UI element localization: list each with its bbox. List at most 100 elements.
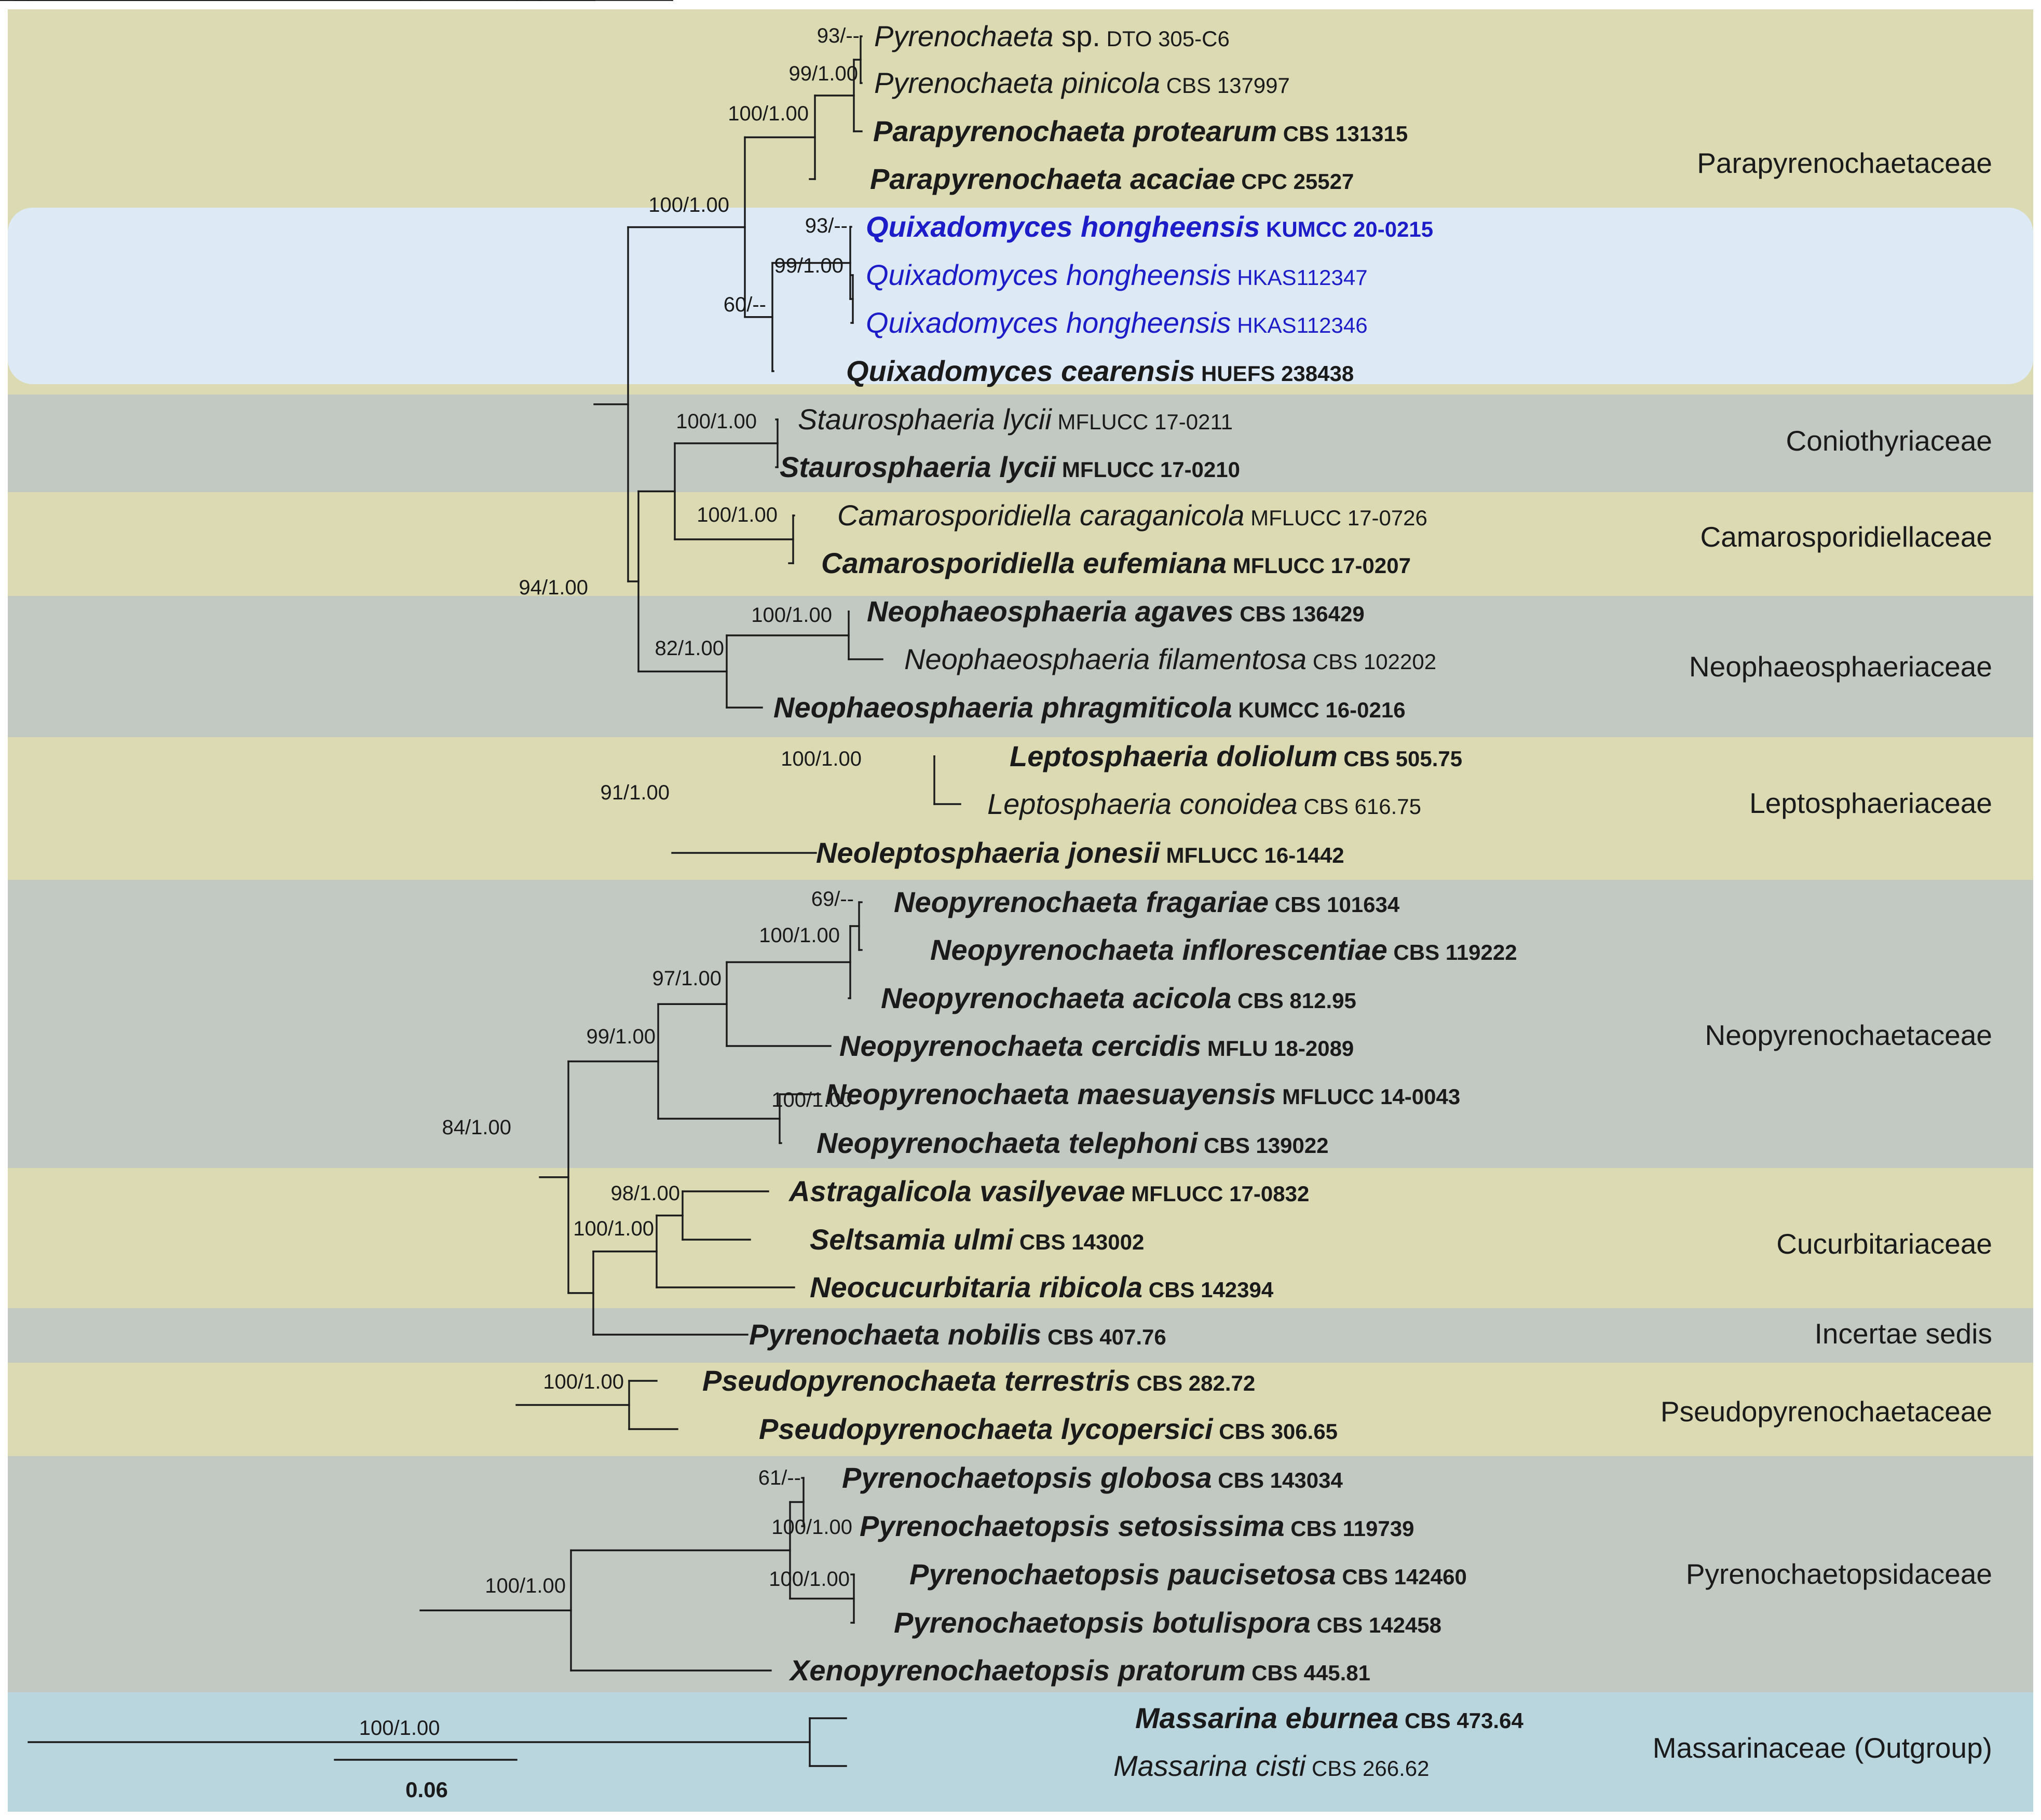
family-label-massarinaceae-outgroup: Massarinaceae (Outgroup)	[1653, 1732, 1992, 1764]
taxon-name: Neopyrenochaeta fragariae	[894, 886, 1269, 918]
taxon-name: Pyrenochaeta nobilis	[749, 1318, 1041, 1351]
taxon-label: Neophaeosphaeria filamentosa CBS 102202	[904, 643, 1436, 675]
strain-code: CBS 119222	[1387, 940, 1517, 965]
strain-code: CBS 101634	[1269, 892, 1400, 917]
taxon-label: Pseudopyrenochaeta terrestris CBS 282.72	[702, 1364, 1255, 1397]
taxon-label: Leptosphaeria conoidea CBS 616.75	[987, 787, 1421, 820]
support-values: 93/--99/1.00100/1.00100/1.0093/--99/1.00…	[165, 0, 862, 1740]
taxon-name: Pyrenochaeta	[874, 20, 1054, 52]
strain-code: CBS 473.64	[1398, 1708, 1523, 1733]
tree-branches	[0, 0, 961, 1767]
taxon-name: Massarina cisti	[1113, 1749, 1307, 1782]
strain-code: MFLUCC 17-0207	[1227, 553, 1411, 578]
taxon-label: Neopyrenochaeta inflorescentiae CBS 1192…	[930, 933, 1517, 966]
family-label-cucurbitariaceae: Cucurbitariaceae	[1776, 1228, 1992, 1260]
family-label-incertae-sedis: Incertae sedis	[1815, 1318, 1992, 1350]
support-value: 61/--	[758, 1466, 801, 1489]
band-cucurbitariaceae	[8, 1168, 2033, 1308]
taxon-name: Pyrenochaetopsis botulispora	[894, 1606, 1311, 1639]
taxon-name: Camarosporidiella caraganicola	[837, 499, 1244, 532]
support-value: 100/1.00	[359, 1717, 440, 1740]
support-value: 100/1.00	[676, 410, 757, 433]
taxon-label: Neopyrenochaeta fragariae CBS 101634	[894, 886, 1400, 918]
taxon-name: Neoleptosphaeria jonesii	[816, 836, 1161, 869]
family-label-coniothyriaceae: Coniothyriaceae	[1786, 425, 1992, 457]
band-incertae-sedis	[8, 1308, 2033, 1363]
band-pseudopyrenochaetaceae	[8, 1363, 2033, 1456]
highlight-box-new-species	[8, 208, 2033, 384]
taxon-label: Neocucurbitaria ribicola CBS 142394	[810, 1271, 1274, 1303]
strain-code: CBS 142458	[1311, 1613, 1441, 1637]
taxon-name: Neopyrenochaeta inflorescentiae	[930, 933, 1387, 966]
taxon-name: Pyrenochaetopsis setosissima	[860, 1510, 1285, 1542]
strain-code: MFLUCC 17-0211	[1052, 410, 1233, 434]
taxon-label: Staurosphaeria lycii MFLUCC 17-0211	[798, 403, 1233, 436]
taxon-label: Quixadomyces hongheensis HKAS112346	[866, 306, 1368, 339]
taxon-qualifier: sp.	[1054, 20, 1100, 52]
taxon-name: Parapyrenochaeta protearum	[873, 115, 1277, 147]
band-coniothyriaceae	[8, 395, 2033, 492]
strain-code: CBS 137997	[1160, 73, 1290, 98]
support-value: 97/1.00	[652, 967, 722, 990]
taxon-name: Neopyrenochaeta maesuayensis	[825, 1078, 1276, 1110]
taxon-label: Pyrenochaetopsis setosissima CBS 119739	[860, 1510, 1414, 1542]
strain-code: CBS 142394	[1142, 1278, 1274, 1302]
strain-code: CBS 136429	[1234, 602, 1365, 626]
band-neopyrenochaetaceae	[8, 880, 2033, 1168]
taxon-label: Parapyrenochaeta protearum CBS 131315	[873, 115, 1408, 147]
support-value: 100/1.00	[728, 102, 809, 125]
taxon-label: Pyrenochaeta sp. DTO 305-C6	[874, 20, 1230, 52]
scale-bar-label: 0.06	[405, 1777, 448, 1802]
strain-code: MFLU 18-2089	[1201, 1036, 1354, 1061]
support-value: 100/1.00	[165, 0, 246, 5]
taxon-label: Neopyrenochaeta maesuayensis MFLUCC 14-0…	[825, 1078, 1460, 1110]
taxon-label: Camarosporidiella caraganicola MFLUCC 17…	[837, 499, 1427, 532]
taxon-labels: Pyrenochaeta sp. DTO 305-C6Pyrenochaeta …	[702, 20, 1523, 1782]
scale-bar: 0.06	[334, 1759, 518, 1802]
taxon-name: Astragalicola vasilyevae	[788, 1175, 1125, 1207]
strain-code: KUMCC 16-0216	[1232, 698, 1406, 722]
strain-code: CBS 812.95	[1231, 988, 1356, 1013]
taxon-name: Neopyrenochaeta acicola	[881, 982, 1231, 1014]
support-value: 99/1.00	[587, 1025, 656, 1048]
strain-code: MFLUCC 17-0832	[1125, 1181, 1310, 1206]
taxon-name: Seltsamia ulmi	[810, 1223, 1014, 1256]
support-value: 60/--	[724, 293, 766, 316]
taxon-name: Pyrenochaetopsis globosa	[842, 1461, 1212, 1494]
family-label-camarosporidiellaceae: Camarosporidiellaceae	[1700, 521, 1992, 553]
support-value: 93/--	[805, 214, 848, 237]
band-massarinaceae-outgroup	[8, 1692, 2033, 1812]
taxon-name: Neopyrenochaeta cercidis	[839, 1029, 1201, 1062]
support-value: 94/1.00	[519, 576, 588, 599]
family-label-neopyrenochaetaceae: Neopyrenochaetaceae	[1705, 1019, 1992, 1051]
strain-code: DTO 305-C6	[1100, 26, 1230, 51]
taxon-name: Camarosporidiella eufemiana	[821, 547, 1227, 579]
taxon-name: Staurosphaeria lycii	[780, 451, 1057, 483]
strain-code: CBS 616.75	[1298, 794, 1421, 819]
strain-code: HKAS112347	[1231, 265, 1368, 290]
band-leptosphaeriaceae	[8, 737, 2033, 880]
taxon-name: Neophaeosphaeria phragmiticola	[773, 691, 1232, 724]
taxon-label: Neopyrenochaeta acicola CBS 812.95	[881, 982, 1356, 1014]
taxon-label: Quixadomyces hongheensis KUMCC 20-0215	[866, 210, 1433, 243]
taxon-label: Neophaeosphaeria agaves CBS 136429	[867, 595, 1365, 628]
family-label-parapyrenochaetaceae: Parapyrenochaetaceae	[1697, 147, 1992, 179]
support-value: 99/1.00	[789, 62, 858, 85]
support-value: 99/1.00	[774, 254, 843, 277]
strain-code: CBS 143002	[1013, 1230, 1144, 1254]
family-label-neophaeosphaeriaceae: Neophaeosphaeriaceae	[1689, 650, 1992, 683]
taxon-label: Quixadomyces hongheensis HKAS112347	[866, 259, 1368, 291]
taxon-name: Quixadomyces hongheensis	[866, 259, 1231, 291]
taxon-label: Pyrenochaeta pinicola CBS 137997	[874, 66, 1290, 99]
strain-code: CBS 142460	[1336, 1565, 1467, 1589]
support-value: 100/1.00	[771, 1516, 852, 1539]
strain-code: CPC 25527	[1235, 169, 1354, 194]
family-bands	[8, 9, 2033, 1812]
taxon-label: Massarina eburnea CBS 473.64	[1135, 1702, 1523, 1734]
support-value: 69/--	[811, 888, 854, 911]
taxon-label: Massarina cisti CBS 266.62	[1113, 1749, 1430, 1782]
support-value: 100/1.00	[648, 194, 729, 216]
taxon-label: Astragalicola vasilyevae MFLUCC 17-0832	[788, 1175, 1309, 1207]
strain-code: MFLUCC 16-1442	[1160, 843, 1344, 867]
strain-code: MFLUCC 17-0210	[1056, 457, 1240, 482]
